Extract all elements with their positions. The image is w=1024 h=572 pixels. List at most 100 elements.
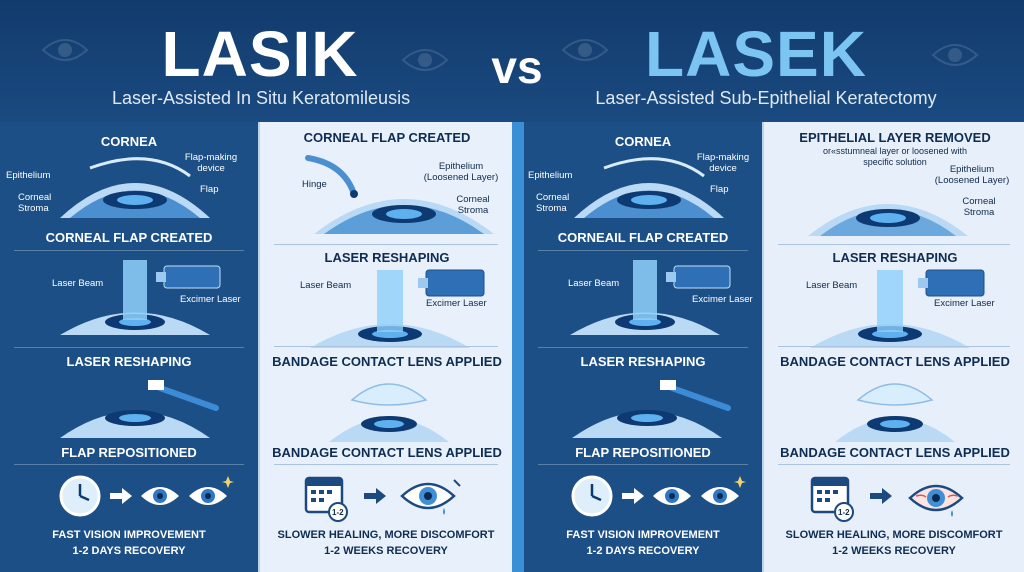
step-flap-repositioned: FLAP REPOSITIONED (61, 445, 197, 460)
panel-title: CORNEA (100, 134, 158, 149)
divider (14, 347, 244, 348)
step-corneal-flap: CORNEAL FLAP CREATED (45, 230, 213, 245)
epithelium-label: Epithelium (528, 170, 573, 181)
lasek-subtitle: Laser-Assisted Sub-Epithelial Keratectom… (595, 88, 937, 108)
step-laser-reshaping: LASER RESHAPING (580, 354, 706, 369)
arrow-icon (870, 488, 892, 504)
lasik-title: LASIK (161, 18, 359, 90)
flap-device-label: Flap-making (696, 152, 750, 163)
divider (778, 244, 1010, 245)
step-laser-reshaping: LASER RESHAPING (324, 250, 450, 265)
flap-device-label: Flap-making (184, 152, 238, 163)
flap-label: Flap (710, 184, 729, 195)
calendar-icon (810, 476, 854, 522)
divider (274, 464, 498, 465)
panel-title: CORNEA (614, 134, 672, 149)
arrow-icon (622, 488, 644, 504)
contact-lens-illustration (835, 383, 955, 442)
faded-eye-icon (401, 49, 449, 71)
outcome-line-1: FAST VISION IMPROVEMENT (566, 529, 720, 541)
header-banner: LASIK vs LASEK Laser-Assisted In Situ Ke… (0, 0, 1024, 122)
hinge-label: Hinge (302, 179, 327, 190)
flap-repositioned-illustration (572, 380, 731, 438)
laser-beam-label: Laser Beam (300, 280, 352, 291)
laser-reshaping-illustration (570, 260, 731, 335)
lasik-detail-panel: CORNEAL FLAP CREATED Hinge Epithelium (L… (258, 122, 512, 572)
step-bandage-lens: BANDAGE CONTACT LENS APPLIED (272, 354, 502, 369)
removal-note-line-1: or«sstumneal layer or loosened with (822, 146, 968, 156)
calendar-icon (304, 476, 348, 522)
flap-device-label-2: device (197, 163, 225, 174)
faded-eye-icon (41, 39, 89, 61)
corneal-label: Corneal (18, 192, 52, 203)
vs-label: vs (491, 41, 543, 93)
excimer-laser-label: Excimer Laser (934, 298, 995, 309)
red-eye-icon (908, 484, 964, 517)
flap-device-label-2: device (709, 163, 737, 174)
corneal-label: Corneal (962, 196, 996, 207)
epithelium-removed-illustration (808, 204, 968, 236)
panel-title: EPITHELIAL LAYER REMOVED (799, 130, 991, 145)
clock-icon (59, 475, 101, 517)
laser-reshaping-illustration (310, 269, 485, 348)
divider (538, 250, 748, 251)
step-bandage-lens-2: BANDAGE CONTACT LENS APPLIED (272, 445, 502, 460)
loosened-layer-label: (Loosened Layer) (423, 172, 499, 183)
step-bandage-lens: BANDAGE CONTACT LENS APPLIED (780, 354, 1010, 369)
cornea-eye-illustration (60, 157, 210, 218)
laser-beam-label: Laser Beam (568, 278, 620, 289)
removal-note-line-2: specific solution (863, 157, 927, 167)
sparkle-eye-icon (701, 476, 746, 505)
lasek-title: LASEK (645, 18, 867, 90)
clock-icon (571, 475, 613, 517)
outcome-line-2: 1-2 WEEKS RECOVERY (832, 545, 956, 557)
stroma-label: Stroma (457, 205, 489, 216)
divider (778, 346, 1010, 347)
lasek-detail-panel: EPITHELIAL LAYER REMOVED or«sstumneal la… (762, 122, 1024, 572)
excimer-laser-label: Excimer Laser (426, 298, 487, 309)
flap-label: Flap (200, 184, 219, 195)
laser-beam-label: Laser Beam (52, 278, 104, 289)
contact-lens-illustration (329, 383, 449, 442)
epithelium-label: Epithelium (949, 164, 995, 175)
calendar-badge: 1-2 (838, 508, 850, 517)
step-flap-repositioned: FLAP REPOSITIONED (575, 445, 711, 460)
excimer-laser-label: Excimer Laser (180, 294, 241, 305)
hinged-flap-illustration (305, 155, 494, 234)
arrow-icon (364, 488, 386, 504)
divider (274, 346, 498, 347)
eye-icon (141, 487, 179, 505)
outcome-line-1: SLOWER HEALING, MORE DISCOMFORT (785, 529, 1003, 541)
divider (538, 464, 748, 465)
loosened-layer-label: (Loosened Layer) (934, 175, 1010, 186)
outcome-line-1: FAST VISION IMPROVEMENT (52, 529, 206, 541)
divider (14, 250, 244, 251)
step-bandage-lens-2: BANDAGE CONTACT LENS APPLIED (780, 445, 1010, 460)
corneal-label: Corneal (536, 192, 570, 203)
laser-reshaping-illustration (810, 269, 985, 348)
divider (274, 244, 498, 245)
epithelium-label: Epithelium (438, 161, 484, 172)
step-laser-reshaping: LASER RESHAPING (832, 250, 958, 265)
excimer-laser-label: Excimer Laser (692, 294, 753, 305)
lasik-procedure-panel: CORNEA Epithelium Corneal Stroma Flap-ma… (0, 122, 258, 572)
stroma-label: Stroma (18, 203, 49, 214)
laser-beam-label: Laser Beam (806, 280, 858, 291)
sparkle-eye-icon (189, 476, 234, 505)
outcome-line-2: 1-2 WEEKS RECOVERY (324, 545, 448, 557)
laser-reshaping-illustration (60, 260, 221, 335)
eye-icon (653, 487, 691, 505)
outcome-line-2: 1-2 DAYS RECOVERY (72, 545, 186, 557)
divider (14, 464, 244, 465)
stroma-label: Stroma (963, 207, 995, 218)
teary-eye-icon (400, 479, 461, 515)
panel-title: CORNEAL FLAP CREATED (303, 130, 471, 145)
stroma-label: Stroma (536, 203, 567, 214)
calendar-badge: 1-2 (332, 508, 344, 517)
step-laser-reshaping: LASER RESHAPING (66, 354, 192, 369)
lasek-procedure-panel: CORNEA Epithelium Corneal Stroma Flap-ma… (512, 122, 762, 572)
epithelium-label: Epithelium (6, 170, 51, 181)
flap-repositioned-illustration (60, 380, 219, 438)
arrow-icon (110, 488, 132, 504)
cornea-eye-illustration (574, 157, 724, 218)
